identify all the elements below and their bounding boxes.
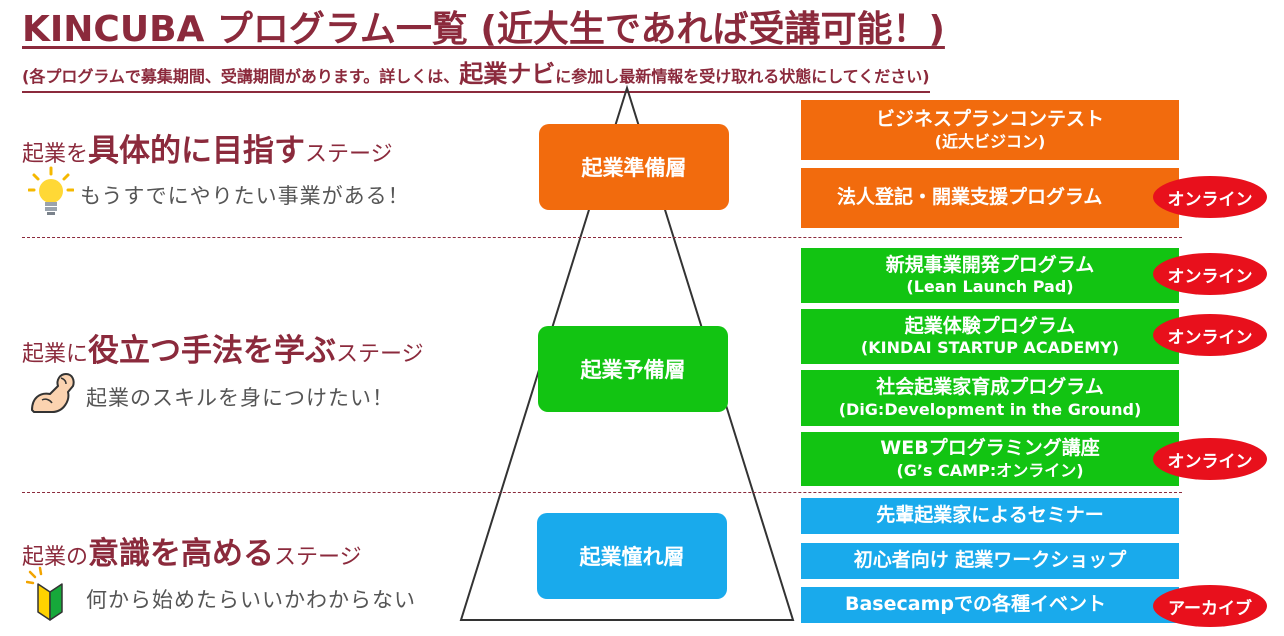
program-new-business-development[interactable]: 新規事業開発プログラム(Lean Launch Pad) <box>801 248 1179 303</box>
stage-heading-2: 起業に役立つ手法を学ぶステージ <box>22 333 424 369</box>
online-badge: オンライン <box>1153 438 1267 480</box>
program-incorporation-support[interactable]: 法人登記・開業支援プログラム <box>801 168 1179 228</box>
beginner-mark-icon <box>26 566 63 621</box>
online-badge: オンライン <box>1153 176 1267 218</box>
archive-badge: アーカイブ <box>1153 585 1267 627</box>
program-basecamp-events[interactable]: Basecampでの各種イベント <box>801 587 1179 623</box>
program-startup-experience[interactable]: 起業体験プログラム(KINDAI STARTUP ACADEMY) <box>801 309 1179 364</box>
layer-aspiration: 起業憧れ層 <box>537 513 727 599</box>
program-senior-entrepreneur-seminar[interactable]: 先輩起業家によるセミナー <box>801 498 1179 534</box>
program-business-plan-contest[interactable]: ビジネスプランコンテスト(近大ビジコン) <box>801 100 1179 160</box>
online-badge: オンライン <box>1153 314 1267 356</box>
stage-desc-3: 何から始めたらいいかわからない <box>86 588 416 612</box>
stage-desc-1: もうすでにやりたい事業がある！ <box>80 184 410 208</box>
subtitle-text-post: に参加し最新情報を受け取れる状態にしてください) <box>555 67 930 86</box>
kigyo-navi-link[interactable]: 起業ナビ <box>459 60 556 88</box>
stage-desc-2: 起業のスキルを身につけたい！ <box>86 386 394 410</box>
layer-reserve: 起業予備層 <box>538 326 728 412</box>
subtitle-text-pre: (各プログラムで募集期間、受講期間があります。詳しくは、 <box>22 67 460 86</box>
online-badge: オンライン <box>1153 253 1267 295</box>
stage-divider <box>22 237 1182 238</box>
page-title: KINCUBA プログラム一覧 (近大生であれば受講可能！) <box>22 9 945 50</box>
page-subtitle: (各プログラムで募集期間、受講期間があります。詳しくは、起業ナビに参加し最新情報… <box>22 54 930 93</box>
program-social-entrepreneur[interactable]: 社会起業家育成プログラム(DiG:Development in the Grou… <box>801 370 1179 426</box>
layer-preparation: 起業準備層 <box>539 124 729 210</box>
flexed-arm-icon <box>31 373 75 413</box>
program-beginner-workshop[interactable]: 初心者向け 起業ワークショップ <box>801 543 1179 579</box>
lightbulb-icon <box>28 166 74 215</box>
stage-heading-3: 起業の意識を高めるステージ <box>22 536 362 572</box>
stage-divider <box>22 492 1182 493</box>
program-web-programming[interactable]: WEBプログラミング講座(G’s CAMP:オンライン) <box>801 432 1179 486</box>
stage-heading-1: 起業を具体的に目指すステージ <box>22 133 393 169</box>
